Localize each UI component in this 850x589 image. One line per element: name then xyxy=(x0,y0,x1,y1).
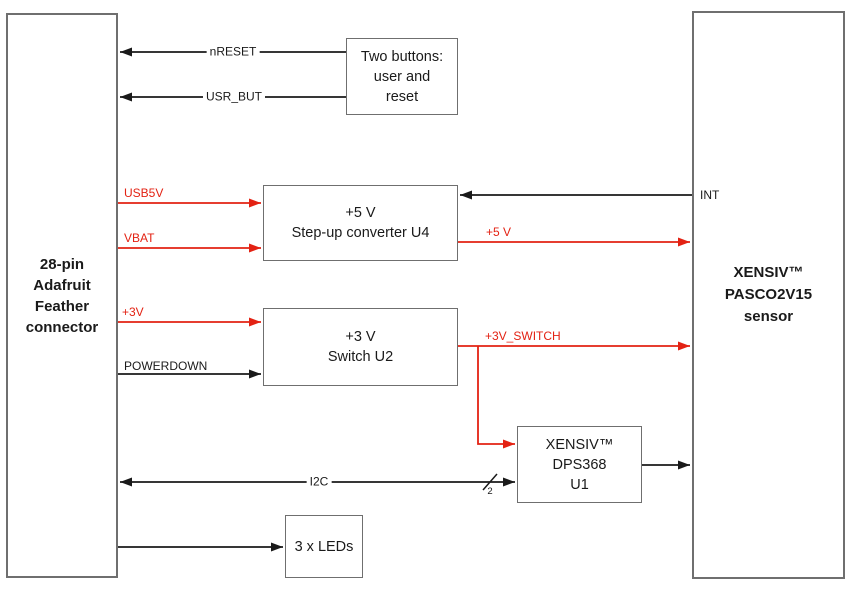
i2c-bus-slash xyxy=(482,473,498,491)
nreset-signal-label: nRESET xyxy=(206,45,260,59)
switch-label-line: +3 V xyxy=(345,329,376,345)
usr-but-signal-label: USR_BUT xyxy=(202,90,266,104)
plus5v-signal-label: +5 V xyxy=(486,225,512,239)
dps368-box: XENSIV™ DPS368 U1 xyxy=(517,426,642,503)
dps368-label-line: U1 xyxy=(570,476,589,493)
leds-label: 3 x LEDs xyxy=(294,538,354,555)
feather-connector-label-line: Feather xyxy=(34,297,90,315)
dps368-label-line: XENSIV™ xyxy=(545,436,614,453)
buttons-label-line: Two buttons: xyxy=(360,48,444,65)
i2c-bus-width-label: 2 xyxy=(487,486,493,497)
plus3v-signal-label: +3V xyxy=(122,305,144,319)
vbat-signal-label: VBAT xyxy=(124,231,155,245)
stepup-converter-label-line: Step-up converter U4 xyxy=(291,225,430,241)
feather-connector-label-line: 28-pin xyxy=(39,255,85,273)
plus3v-switch-signal-label: +3V_SWITCH xyxy=(485,329,561,343)
dps368-label-line: DPS368 xyxy=(552,456,607,473)
buttons-label-line: user and xyxy=(373,68,431,85)
int-signal-label: INT xyxy=(700,188,720,202)
stepup-converter-box: +5 V Step-up converter U4 xyxy=(263,185,458,261)
pasco2-sensor-label-line: sensor xyxy=(743,308,794,325)
switch-label-line: Switch U2 xyxy=(327,349,394,365)
plus3v-switch-branch-wire xyxy=(477,346,515,449)
i2c-signal-label: I2C xyxy=(306,475,332,489)
buttons-label-line: reset xyxy=(385,88,419,105)
powerdown-signal-label: POWERDOWN xyxy=(124,359,208,373)
stepup-converter-label-line: +5 V xyxy=(345,205,376,221)
pasco2-sensor-label-line: PASCO2V15 xyxy=(724,286,813,303)
feather-connector-label-line: Adafruit xyxy=(33,276,91,294)
buttons-box: Two buttons: user and reset xyxy=(346,38,458,115)
usb5v-signal-label: USB5V xyxy=(124,186,164,200)
feather-connector-label-line: connector xyxy=(25,318,99,336)
switch-box: +3 V Switch U2 xyxy=(263,308,458,386)
pasco2-sensor-box: XENSIV™ PASCO2V15 sensor xyxy=(692,11,845,579)
feather-connector-box: 28-pin Adafruit Feather connector xyxy=(6,13,118,578)
pasco2-sensor-label-line: XENSIV™ xyxy=(733,264,804,281)
leds-box: 3 x LEDs xyxy=(285,515,363,578)
